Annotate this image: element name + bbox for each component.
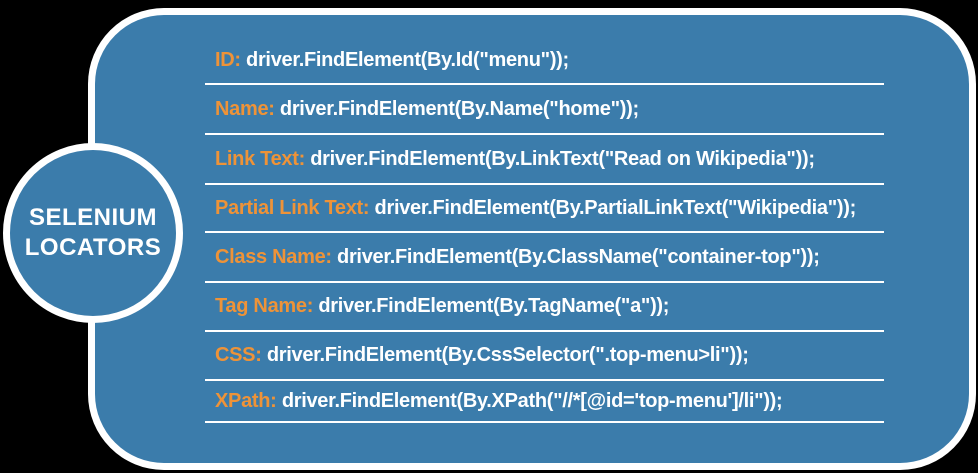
locator-row-text: Name: driver.FindElement(By.Name("home")… xyxy=(215,98,639,121)
locator-code: driver.FindElement(By.Id("menu")); xyxy=(246,48,569,71)
locator-row: Link Text: driver.FindElement(By.LinkTex… xyxy=(205,135,884,185)
locator-code: driver.FindElement(By.PartialLinkText("W… xyxy=(374,196,857,219)
locator-row-text: ID: driver.FindElement(By.Id("menu")); xyxy=(215,49,569,72)
locator-row-text: XPath: driver.FindElement(By.XPath("//*[… xyxy=(215,389,783,413)
locator-row: ID: driver.FindElement(By.Id("menu")); xyxy=(205,37,884,85)
locator-type-label: XPath: xyxy=(215,389,277,412)
panel-outline xyxy=(88,8,976,470)
locator-type-label: ID: xyxy=(215,48,241,71)
locator-type-label: Name: xyxy=(215,97,275,120)
locator-row-text: Partial Link Text: driver.FindElement(By… xyxy=(215,197,856,220)
locator-code: driver.FindElement(By.ClassName("contain… xyxy=(337,245,820,268)
locator-row-text: Tag Name: driver.FindElement(By.TagName(… xyxy=(215,295,669,318)
locator-code: driver.FindElement(By.LinkText("Read on … xyxy=(310,147,815,170)
locator-row: CSS: driver.FindElement(By.CssSelector("… xyxy=(205,332,884,381)
locator-type-label: Partial Link Text: xyxy=(215,196,370,219)
locator-row: Class Name: driver.FindElement(By.ClassN… xyxy=(205,233,884,283)
badge-title-line1: SELENIUM xyxy=(28,204,157,231)
locator-row-text: CSS: driver.FindElement(By.CssSelector("… xyxy=(215,344,749,367)
badge-title-line2: LOCATORS xyxy=(24,234,162,261)
selenium-locators-badge: SELENIUM LOCATORS xyxy=(3,143,183,323)
locator-type-label: CSS: xyxy=(215,344,262,366)
locator-type-label: Tag Name: xyxy=(215,295,314,317)
locator-code: driver.FindElement(By.TagName("a")); xyxy=(318,295,670,317)
locator-row: XPath: driver.FindElement(By.XPath("//*[… xyxy=(205,381,884,423)
locator-code: driver.FindElement(By.CssSelector(".top-… xyxy=(266,344,749,366)
locator-row: Name: driver.FindElement(By.Name("home")… xyxy=(205,85,884,135)
locator-code: driver.FindElement(By.XPath("//*[@id='to… xyxy=(281,389,783,412)
locator-type-label: Link Text: xyxy=(215,147,305,170)
locator-row: Tag Name: driver.FindElement(By.TagName(… xyxy=(205,283,884,332)
locator-row-text: Class Name: driver.FindElement(By.ClassN… xyxy=(215,246,820,269)
locator-rows: ID: driver.FindElement(By.Id("menu")); N… xyxy=(205,37,884,423)
locator-row-text: Link Text: driver.FindElement(By.LinkTex… xyxy=(215,148,815,171)
locator-code: driver.FindElement(By.Name("home")); xyxy=(279,97,639,120)
locator-row: Partial Link Text: driver.FindElement(By… xyxy=(205,185,884,233)
panel-background xyxy=(95,15,969,463)
locator-type-label: Class Name: xyxy=(215,245,332,268)
